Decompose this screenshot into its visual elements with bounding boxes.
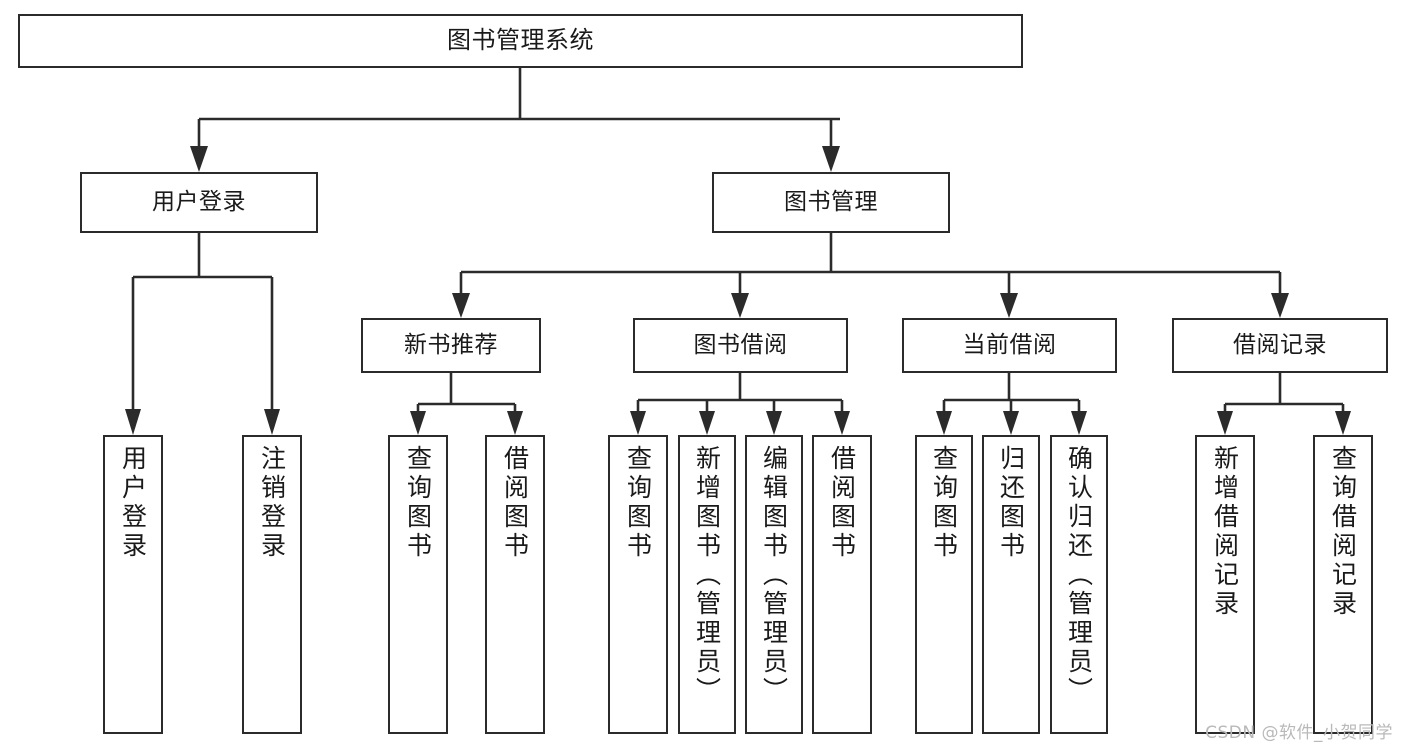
node-leaf-edit-book-label: 编辑图书（管理员） [759,445,789,706]
node-book-borrow[interactable]: 图书借阅 [633,318,848,373]
node-leaf-user-logout-label: 注销登录 [257,445,287,561]
node-borrow-record-label: 借阅记录 [1233,332,1327,359]
node-leaf-borrow-book-1[interactable]: 借阅图书 [485,435,545,734]
node-leaf-query-book-1[interactable]: 查询图书 [388,435,448,734]
node-book-manage[interactable]: 图书管理 [712,172,950,233]
arrow-leaf-query-book-3 [936,411,952,435]
arrow-leaf-add-record [1217,411,1233,435]
arrow-leaf-query-book-2 [630,411,646,435]
arrow-leaf-query-record [1335,411,1351,435]
arrow-book-borrow [731,293,749,318]
arrow-book-manage [822,146,840,172]
arrow-leaf-edit-book [766,411,782,435]
arrow-new-book-recommend [452,293,470,318]
arrow-leaf-user-login [125,409,141,435]
node-leaf-return-book-label: 归还图书 [996,445,1026,561]
node-leaf-query-record-label: 查询借阅记录 [1328,445,1358,619]
node-user-login[interactable]: 用户登录 [80,172,318,233]
node-current-borrow-label: 当前借阅 [962,332,1057,359]
node-leaf-return-book[interactable]: 归还图书 [982,435,1040,734]
node-leaf-query-book-2[interactable]: 查询图书 [608,435,668,734]
node-leaf-add-record-label: 新增借阅记录 [1210,445,1240,619]
node-leaf-add-book[interactable]: 新增图书（管理员） [678,435,736,734]
arrow-leaf-query-book-1 [410,411,426,435]
node-leaf-borrow-book-2-label: 借阅图书 [827,445,857,561]
node-new-book-recommend[interactable]: 新书推荐 [361,318,541,373]
node-leaf-query-book-1-label: 查询图书 [403,445,433,561]
node-leaf-query-book-3-label: 查询图书 [929,445,959,561]
node-leaf-user-login[interactable]: 用户登录 [103,435,163,734]
arrow-leaf-borrow-book-1 [507,411,523,435]
node-leaf-user-login-label: 用户登录 [118,445,148,561]
node-leaf-user-logout[interactable]: 注销登录 [242,435,302,734]
arrow-leaf-user-logout [264,409,280,435]
arrow-leaf-add-book [699,411,715,435]
node-new-book-recommend-label: 新书推荐 [404,332,498,359]
arrow-current-borrow [1000,293,1018,318]
node-leaf-query-book-2-label: 查询图书 [623,445,653,561]
node-leaf-add-record[interactable]: 新增借阅记录 [1195,435,1255,734]
arrow-borrow-record [1271,293,1289,318]
node-book-manage-label: 图书管理 [784,189,878,216]
arrow-user-login [190,146,208,172]
node-leaf-add-book-label: 新增图书（管理员） [692,445,722,706]
node-leaf-query-record[interactable]: 查询借阅记录 [1313,435,1373,734]
node-leaf-borrow-book-2[interactable]: 借阅图书 [812,435,872,734]
node-root-label: 图书管理系统 [447,26,594,55]
arrow-leaf-return-book [1003,411,1019,435]
node-root[interactable]: 图书管理系统 [18,14,1023,68]
watermark-text: CSDN @软件_小贺同学 [1205,723,1393,743]
node-user-login-label: 用户登录 [152,189,246,216]
arrow-leaf-borrow-book-2 [834,411,850,435]
node-leaf-query-book-3[interactable]: 查询图书 [915,435,973,734]
node-leaf-confirm-return[interactable]: 确认归还（管理员） [1050,435,1108,734]
node-borrow-record[interactable]: 借阅记录 [1172,318,1388,373]
node-book-borrow-label: 图书借阅 [693,332,788,359]
arrow-leaf-confirm-return [1071,411,1087,435]
node-current-borrow[interactable]: 当前借阅 [902,318,1117,373]
node-leaf-edit-book[interactable]: 编辑图书（管理员） [745,435,803,734]
node-leaf-confirm-return-label: 确认归还（管理员） [1064,445,1094,706]
node-leaf-borrow-book-1-label: 借阅图书 [500,445,530,561]
